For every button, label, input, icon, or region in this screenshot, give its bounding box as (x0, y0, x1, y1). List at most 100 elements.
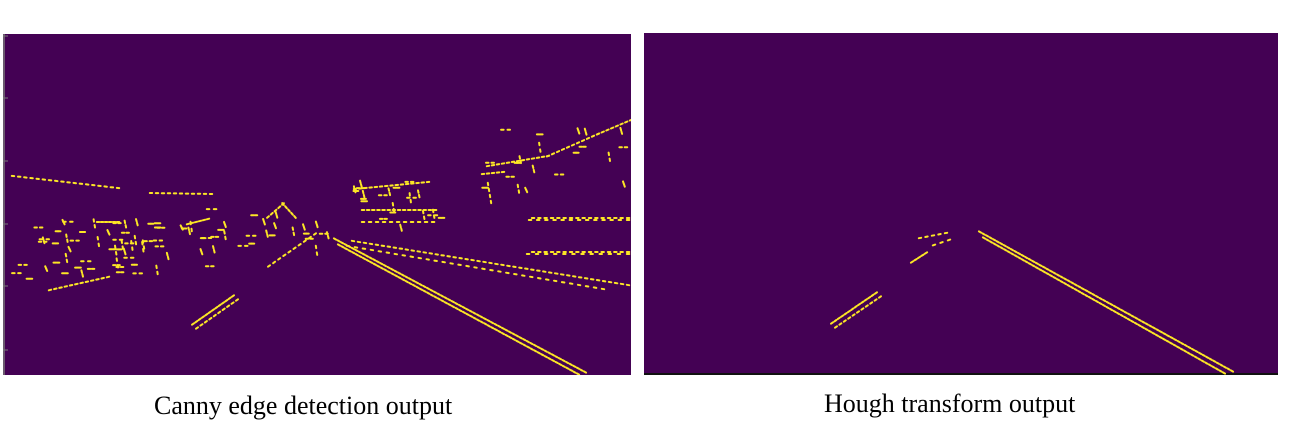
edge-segment (1045, 272, 1050, 276)
edge-segment (325, 231, 329, 236)
edge-segment (217, 303, 222, 308)
edge-segment (572, 370, 577, 374)
edge-segment (368, 256, 373, 260)
edge-segment (263, 221, 266, 226)
edge-segment (1009, 248, 1014, 252)
edge-segment (68, 248, 72, 253)
edge-segment (211, 308, 215, 312)
edge-segment (1158, 335, 1163, 339)
edge-segment (504, 328, 509, 332)
edge-segment (916, 255, 922, 260)
edge-segment (1144, 322, 1149, 326)
edge-segment (1041, 265, 1046, 269)
edge-segment (1180, 342, 1185, 346)
edge-segment (224, 298, 229, 303)
edge-segment (1020, 258, 1025, 262)
edge-segment (313, 232, 317, 236)
edge-segment (332, 237, 338, 241)
edge-segment (1101, 303, 1107, 308)
edge-segment (422, 289, 427, 293)
edge-segment (565, 366, 570, 370)
edge-pixels (10, 118, 631, 375)
edge-segment (68, 284, 74, 287)
edge-segment (1112, 304, 1117, 308)
edge-segment (221, 307, 226, 312)
edge-segment (985, 238, 990, 242)
edge-segment (1190, 347, 1196, 352)
edge-segment (1212, 359, 1217, 363)
edge-segment (833, 319, 838, 323)
edge-segment (576, 127, 580, 132)
edge-segment (1140, 325, 1145, 329)
edge-segment (197, 317, 202, 322)
edge-segment (1190, 353, 1195, 357)
edge-segment (284, 205, 288, 210)
edge-segment (939, 241, 944, 244)
edge-segment (207, 310, 212, 315)
edge-segment (95, 278, 100, 281)
edge-segment (400, 273, 405, 277)
edge-segment (422, 284, 427, 289)
edge-segment (326, 234, 330, 240)
edge-segment (560, 147, 566, 151)
edge-segment (867, 295, 872, 300)
edge-segment (461, 305, 466, 309)
edge-segment (379, 262, 384, 266)
edge-segment (1214, 367, 1219, 371)
edge-segment (224, 235, 227, 241)
edge-segment (1148, 324, 1153, 328)
edge-segment (303, 226, 306, 231)
edge-segment (187, 226, 190, 231)
edge-segment (1049, 274, 1054, 278)
edge-segment (1016, 251, 1022, 256)
edge-segment (481, 267, 486, 271)
edge-segment (1098, 301, 1103, 306)
edge-segment (511, 332, 516, 336)
edge-segment (605, 128, 610, 132)
edge-segment (411, 279, 416, 283)
edge-segment (221, 301, 225, 305)
edge-segment (344, 247, 349, 251)
edge-segment (431, 208, 435, 214)
edge-segment (857, 302, 862, 307)
edge-segment (266, 215, 270, 219)
edge-segment (107, 231, 111, 236)
edge-segment (212, 313, 217, 318)
edge-segment (515, 339, 520, 343)
edge-segment (843, 312, 848, 316)
edge-segment (1144, 327, 1149, 331)
edge-segment (526, 345, 531, 349)
edge-segment (1070, 281, 1075, 285)
edge-segment (554, 355, 559, 359)
edge-segment (1105, 300, 1110, 305)
edge-segment (873, 298, 878, 302)
hough-caption: Hough transform output (824, 389, 1076, 418)
edge-segment (290, 211, 294, 216)
edge-segment (628, 118, 631, 122)
edge-segment (336, 243, 342, 247)
edge-segment (307, 235, 312, 240)
edge-segment (996, 244, 1001, 248)
edge-segment (572, 364, 577, 368)
edge-segment (475, 313, 480, 317)
edge-segment (58, 286, 63, 289)
edge-segment (415, 281, 420, 285)
edge-segment (386, 265, 391, 270)
edge-segment (217, 310, 222, 315)
edge-segment (401, 278, 406, 282)
edge-segment (269, 211, 274, 216)
hough-line-map (644, 33, 1278, 375)
edge-segment (585, 136, 591, 140)
canny-edge-map (3, 34, 631, 375)
edge-segment (1027, 262, 1032, 266)
edge-segment (200, 250, 204, 256)
edge-segment (354, 248, 359, 252)
edge-segment (1200, 359, 1205, 363)
edge-segment (105, 275, 111, 279)
edge-segment (550, 358, 556, 363)
edge-segment (561, 359, 566, 363)
edge-segment (1116, 306, 1121, 310)
edge-segment (1077, 285, 1082, 289)
edge-segment (194, 319, 199, 324)
edge-segment (1034, 266, 1039, 270)
